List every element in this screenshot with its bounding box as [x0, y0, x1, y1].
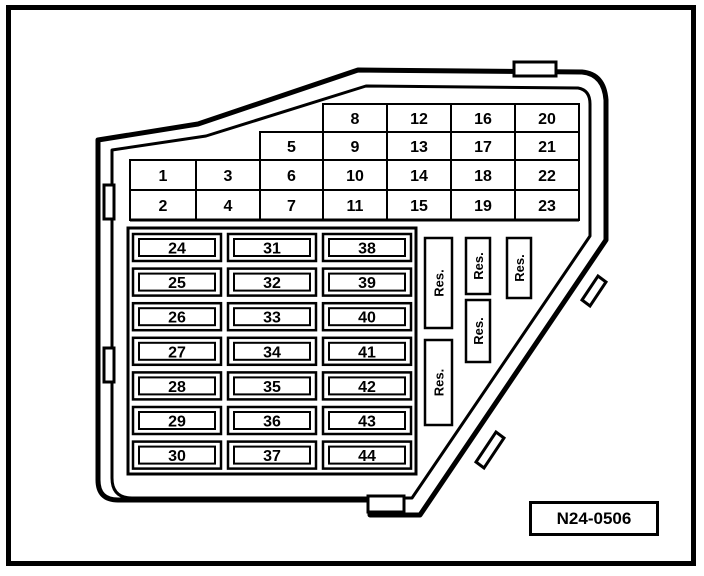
- fuse-body: [138, 238, 216, 257]
- relay-number: 13: [410, 139, 428, 156]
- relay-number: 10: [346, 168, 364, 185]
- relay-cell: [514, 103, 580, 133]
- fuse-number: 27: [168, 344, 186, 361]
- relay-cell: [322, 103, 388, 133]
- reserve-fuse-holder: [505, 236, 533, 300]
- part-number-label: N24-0506: [529, 501, 659, 536]
- reserve-fuse-holder: [464, 298, 492, 364]
- relay-cell: [514, 131, 580, 161]
- fuse-number: 39: [358, 275, 376, 292]
- reserve-fuse-label: Res.: [471, 317, 486, 344]
- relay-number: 23: [538, 198, 556, 215]
- fuse-body: [138, 411, 216, 430]
- fuse-number: 28: [168, 379, 186, 396]
- fuse-number: 43: [358, 414, 376, 431]
- relay-number: 3: [224, 168, 233, 185]
- relay-cell: [259, 159, 324, 191]
- fuse-number: 33: [263, 310, 281, 327]
- fuse-body: [233, 445, 311, 465]
- fuse-number: 42: [358, 379, 376, 396]
- fuse-body: [138, 341, 216, 361]
- fuse-body: [328, 411, 406, 430]
- fuse-body: [233, 238, 311, 257]
- fuse-number: 40: [358, 310, 376, 327]
- fuse-body: [233, 341, 311, 361]
- relay-number: 12: [410, 111, 428, 128]
- relay-cell: [450, 189, 516, 221]
- fuse-body: [328, 238, 406, 257]
- mounting-tab-left-upper: [102, 183, 116, 221]
- relay-number: 15: [410, 198, 428, 215]
- fuse-number: 30: [168, 448, 186, 465]
- fuse-number: 29: [168, 414, 186, 431]
- relay-number: 21: [538, 139, 556, 156]
- relay-number: 9: [351, 139, 360, 156]
- relay-number: 20: [538, 111, 556, 128]
- relay-cell: [322, 131, 388, 161]
- fuse-rows: 24 25 26 27 28 29 30 31 32 33 34 35 36 37 38 39 40 41 42 43…: [126, 226, 418, 476]
- relay-number: 18: [474, 168, 492, 185]
- fuse-number: 24: [168, 241, 186, 258]
- relay-number: 11: [347, 198, 364, 215]
- fuse-body: [328, 307, 406, 327]
- mounting-tab-bottom: [366, 494, 406, 514]
- reserve-fuse-label: Res.: [432, 369, 447, 396]
- mounting-tab-left-lower: [102, 346, 116, 384]
- fuse-body: [138, 376, 216, 396]
- fuse-number: 26: [168, 310, 186, 327]
- relay-number: 6: [287, 168, 296, 185]
- mounting-tab-top: [512, 60, 558, 78]
- fuse-body: [233, 411, 311, 430]
- fuse-number: 34: [263, 344, 281, 361]
- relay-cell: [195, 159, 261, 191]
- relay-cell: [450, 103, 516, 133]
- fuse-body: [233, 376, 311, 396]
- fuse-body: [328, 445, 406, 465]
- relay-number: 7: [287, 198, 296, 215]
- relay-number: 22: [538, 168, 556, 185]
- fuse-box-inner-wall: [110, 84, 592, 500]
- reserve-fuse-holder: [464, 236, 492, 296]
- mounting-tab-right-lower: [473, 429, 507, 471]
- diagram-frame: [6, 5, 696, 566]
- relay-number: 4: [224, 198, 233, 215]
- fuse-number: 35: [263, 379, 281, 396]
- fuse-number: 32: [263, 275, 281, 292]
- relay-number: 17: [474, 139, 492, 156]
- fuse-body: [328, 376, 406, 396]
- relay-number: 14: [410, 168, 428, 185]
- fuse-panel: [126, 226, 418, 476]
- fuse-box-housing: [95, 67, 609, 518]
- reserve-fuse-label: Res.: [512, 254, 527, 281]
- relay-number: 2: [159, 198, 168, 215]
- relay-cell: [259, 189, 324, 221]
- fuse-body: [328, 341, 406, 361]
- reserve-fuse-holder: [423, 338, 454, 427]
- fuse-body: [138, 307, 216, 327]
- fuse-body: [233, 307, 311, 327]
- relay-number: 16: [474, 111, 492, 128]
- fuse-number: 36: [263, 414, 281, 431]
- reserve-fuses: Res. Res. Res. Res. Res.: [423, 236, 533, 427]
- fuse-body: [138, 445, 216, 465]
- fuse-number: 25: [168, 275, 186, 292]
- relay-number: 5: [287, 139, 296, 156]
- relay-number: 19: [474, 198, 492, 215]
- reserve-fuse-label: Res.: [471, 252, 486, 279]
- mounting-tab-right-upper: [579, 273, 609, 309]
- reserve-fuse-holder: [423, 236, 454, 330]
- fuse-number: 38: [358, 241, 376, 258]
- fuse-number: 44: [358, 448, 376, 465]
- fuse-number: 31: [263, 241, 281, 258]
- fuse-number: 41: [358, 344, 376, 361]
- relay-number: 8: [351, 111, 360, 128]
- reserve-fuse-label: Res.: [432, 269, 447, 296]
- relay-number: 1: [159, 168, 168, 185]
- fuse-body: [233, 272, 311, 292]
- fuse-body: [328, 272, 406, 292]
- fuse-number: 37: [263, 448, 281, 465]
- fuse-body: [138, 272, 216, 292]
